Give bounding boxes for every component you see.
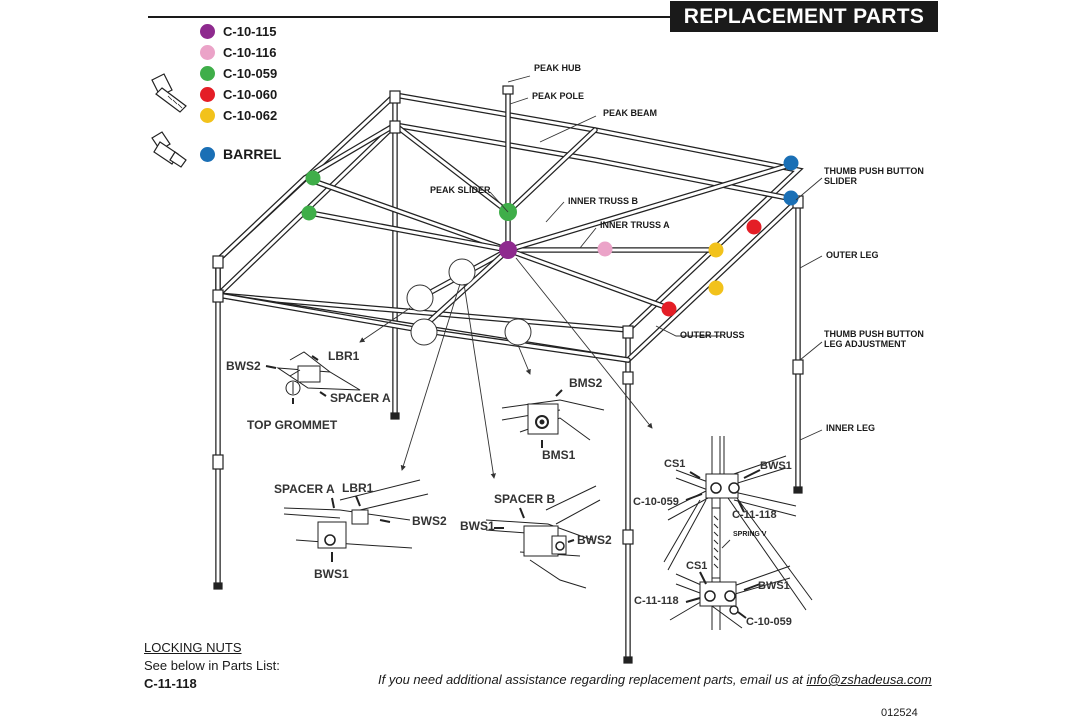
callout-thumb-push-button-leg-adjustment: THUMB PUSH BUTTON LEG ADJUSTMENT bbox=[824, 329, 924, 349]
d5-cs1-top-label: CS1 bbox=[664, 458, 686, 470]
d4-bws1-label: BWS1 bbox=[460, 519, 495, 533]
page-title: REPLACEMENT PARTS bbox=[670, 1, 938, 32]
detail-3-bracket bbox=[283, 479, 429, 562]
locking-nuts-code: C-11-118 bbox=[144, 676, 197, 691]
legend-dot bbox=[200, 66, 215, 81]
detail-4-bracket bbox=[485, 485, 601, 589]
legend-label: C-10-116 bbox=[223, 45, 277, 60]
detail-5-leg-hardware bbox=[663, 436, 813, 630]
d2-bms2-label: BMS2 bbox=[569, 376, 603, 390]
legend-dot bbox=[200, 24, 215, 39]
bolt-icon bbox=[151, 73, 187, 113]
callout-outer-truss: OUTER TRUSS bbox=[680, 330, 745, 340]
legend-label: C-10-115 bbox=[223, 24, 277, 39]
d5-c-11-118-top-label: C-11-118 bbox=[732, 509, 777, 521]
barrel-icon bbox=[151, 131, 187, 168]
d4-spacer-b-label: SPACER B bbox=[494, 492, 556, 506]
d1-top-grommet-label: TOP GROMMET bbox=[247, 418, 338, 432]
callout-leaders bbox=[489, 75, 823, 441]
legend-item: BARREL bbox=[200, 146, 281, 162]
d5-spring-label: SPRING V bbox=[733, 531, 767, 538]
callout-inner-truss-b: INNER TRUSS B bbox=[568, 196, 639, 206]
assistance-text: If you need additional assistance regard… bbox=[378, 672, 807, 687]
legend-dot bbox=[200, 108, 215, 123]
d3-spacer-a-label: SPACER A bbox=[274, 482, 335, 496]
callout-peak-slider: PEAK SLIDER bbox=[430, 185, 491, 195]
d1-lbr1-label: LBR1 bbox=[328, 349, 360, 363]
assistance-note: If you need additional assistance regard… bbox=[378, 672, 932, 687]
callout-thumb-push-button-slider: THUMB PUSH BUTTON SLIDER bbox=[824, 166, 924, 186]
leg-joints bbox=[212, 85, 804, 664]
d3-lbr1-label: LBR1 bbox=[342, 481, 374, 495]
legend-label: BARREL bbox=[223, 146, 282, 162]
d5-c-11-118-bottom-label: C-11-118 bbox=[634, 595, 679, 607]
d5-cs1-bottom-label: CS1 bbox=[686, 560, 708, 572]
d3-bws2-label: BWS2 bbox=[412, 514, 447, 528]
callout-peak-beam: PEAK BEAM bbox=[603, 108, 658, 118]
d5-bws1-bottom-label: BWS1 bbox=[758, 580, 790, 592]
d5-bws1-top-label: BWS1 bbox=[760, 460, 792, 472]
legend-item: C-10-062 bbox=[200, 108, 277, 123]
callout-inner-leg: INNER LEG bbox=[826, 423, 876, 433]
detail-1-bracket bbox=[265, 351, 361, 404]
header-rule bbox=[148, 16, 672, 18]
support-email-link[interactable]: info@zshadeusa.com bbox=[806, 672, 932, 687]
callout-peak-pole: PEAK POLE bbox=[532, 91, 585, 101]
d1-bws2-label: BWS2 bbox=[226, 359, 261, 373]
legend-item: C-10-115 bbox=[200, 24, 276, 39]
d1-spacer-a-label: SPACER A bbox=[330, 391, 391, 405]
callout-peak-hub: PEAK HUB bbox=[534, 63, 582, 73]
callout-outer-leg: OUTER LEG bbox=[826, 250, 879, 260]
d4-bws2-label: BWS2 bbox=[577, 533, 612, 547]
detail-2-bracket bbox=[501, 389, 605, 448]
callout-inner-truss-a: INNER TRUSS A bbox=[600, 220, 670, 230]
document-code: 012524 bbox=[881, 707, 918, 719]
locking-nuts-title: LOCKING NUTS bbox=[144, 640, 242, 655]
legend-item: C-10-116 bbox=[200, 45, 276, 60]
legend-item: C-10-059 bbox=[200, 66, 277, 81]
legend-label: C-10-060 bbox=[223, 87, 278, 102]
legend-dot bbox=[200, 87, 215, 102]
d3-bws1-label: BWS1 bbox=[314, 567, 349, 581]
d2-bms1-label: BMS1 bbox=[542, 448, 576, 462]
legend-item: C-10-060 bbox=[200, 87, 277, 102]
detail-pointers bbox=[359, 257, 653, 479]
legend-dot bbox=[200, 45, 215, 60]
locking-nuts-text: See below in Parts List: bbox=[144, 658, 280, 673]
d5-c-10-059-bottom-label: C-10-059 bbox=[746, 616, 792, 628]
legend-dot bbox=[200, 146, 215, 162]
legend-label: C-10-062 bbox=[223, 108, 278, 123]
legend-label: C-10-059 bbox=[223, 66, 278, 81]
d5-c-10-059-top-label: C-10-059 bbox=[633, 496, 679, 508]
